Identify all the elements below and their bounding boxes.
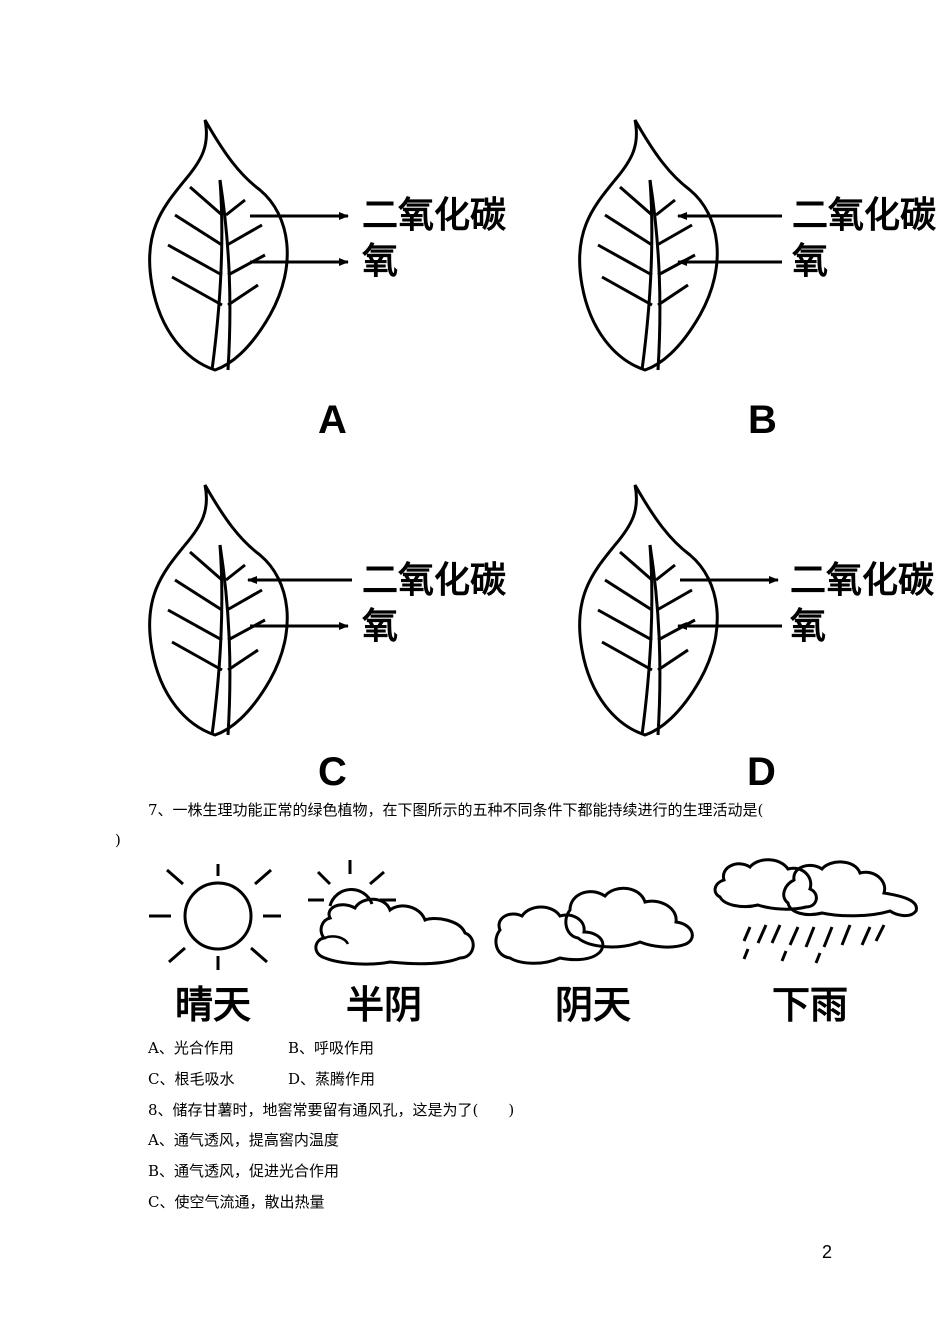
o2-label: 氧 bbox=[362, 241, 399, 282]
co2-label: 二氧化碳 bbox=[362, 560, 507, 601]
question-8-option-c: C、使空气流通，散出热量 bbox=[148, 1193, 325, 1211]
question-7-text: 7、一株生理功能正常的绿色植物，在下图所示的五种不同条件下都能持续进行的生理活动… bbox=[148, 801, 764, 819]
page-number: 2 bbox=[822, 1242, 833, 1262]
co2-label: 二氧化碳 bbox=[790, 560, 935, 601]
question-8-text: 8、储存甘薯时，地窖常要留有通风孔，这是为了( ) bbox=[148, 1101, 515, 1119]
question-7-option-b: B、呼吸作用 bbox=[288, 1039, 375, 1057]
question-8-option-b: B、通气透风，促进光合作用 bbox=[148, 1162, 340, 1180]
rain-icon bbox=[713, 858, 918, 964]
co2-label: 二氧化碳 bbox=[792, 195, 937, 236]
o2-label: 氧 bbox=[792, 241, 829, 282]
weather-label-sunny: 晴天 bbox=[175, 983, 252, 1027]
leaf-diagram-d bbox=[578, 484, 782, 737]
leaf-diagram-c bbox=[148, 484, 352, 737]
weather-label-rain: 下雨 bbox=[772, 983, 849, 1027]
panel-letter: A bbox=[318, 398, 347, 442]
panel-letter: B bbox=[748, 398, 777, 442]
cloudy-icon bbox=[494, 886, 694, 965]
panel-letter: C bbox=[318, 750, 347, 794]
partly-cloudy-icon bbox=[308, 860, 475, 966]
co2-label: 二氧化碳 bbox=[362, 195, 507, 236]
question-7-option-c: C、根毛吸水 bbox=[148, 1070, 235, 1088]
weather-label-partly-cloudy: 半阴 bbox=[346, 983, 423, 1027]
question-7-close-paren: ) bbox=[115, 831, 121, 849]
o2-label: 氧 bbox=[362, 606, 399, 647]
leaf-diagram-a bbox=[148, 119, 349, 372]
leaf-diagram-b bbox=[578, 119, 782, 372]
question-7-option-d: D、蒸腾作用 bbox=[288, 1070, 376, 1088]
question-8-option-a: A、通气透风，提高窖内温度 bbox=[148, 1131, 339, 1149]
o2-label: 氧 bbox=[790, 606, 827, 647]
question-7-option-a: A、光合作用 bbox=[148, 1039, 234, 1057]
weather-label-cloudy: 阴天 bbox=[555, 983, 632, 1027]
sun-icon bbox=[149, 864, 281, 970]
panel-letter: D bbox=[747, 750, 776, 794]
